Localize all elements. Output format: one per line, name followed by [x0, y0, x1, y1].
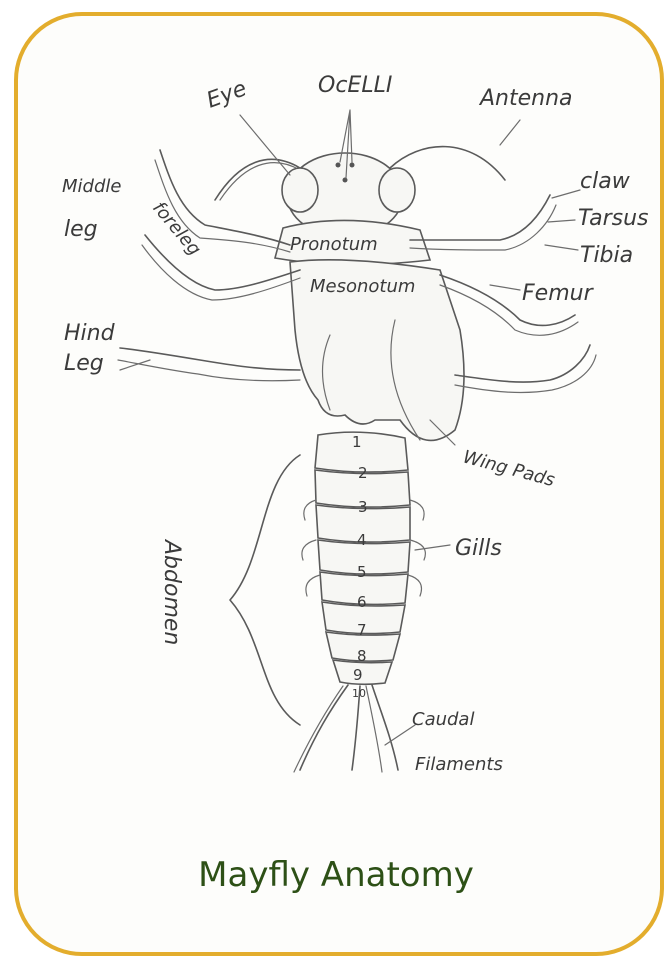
- femur-leader: [490, 285, 520, 290]
- gills-leader: [415, 545, 450, 550]
- label-wing-pads: Wing Pads: [461, 447, 557, 492]
- label-antenna: Antenna: [478, 86, 573, 111]
- caudal-filament: [372, 685, 398, 770]
- label-femur: Femur: [522, 281, 595, 306]
- ocellus: [343, 178, 348, 183]
- label-hind-leg-2: Leg: [64, 351, 104, 376]
- segment-number: 9: [353, 666, 363, 684]
- label-caudal-1: Caudal: [412, 709, 474, 730]
- segment-number: 6: [357, 593, 367, 611]
- label-middle-leg-1: Middle: [62, 176, 121, 197]
- antenna-leader: [500, 120, 520, 145]
- ocellus: [336, 163, 341, 168]
- label-hind-leg-1: Hind: [64, 321, 116, 346]
- segment-number: 8: [357, 647, 367, 665]
- segment-number: 7: [357, 621, 367, 639]
- label-ocelli: OcELLI: [318, 73, 392, 98]
- label-pronotum: Pronotum: [290, 234, 378, 255]
- segment-number: 2: [358, 464, 368, 482]
- ocellus: [350, 163, 355, 168]
- middle-leg-left: [145, 235, 300, 290]
- label-tarsus: Tarsus: [578, 206, 649, 231]
- tarsus-leader: [548, 220, 575, 222]
- caudal-filament: [300, 685, 348, 770]
- tibia-leader: [545, 245, 578, 250]
- label-eye: Eye: [204, 76, 251, 113]
- left-eye: [282, 168, 318, 212]
- segment-number: 1: [352, 433, 362, 451]
- label-gills: Gills: [455, 536, 502, 561]
- right-eye: [379, 168, 415, 212]
- segment-number: 10: [352, 687, 366, 700]
- hind-leg-left: [120, 348, 300, 370]
- label-abdomen: Abdomen: [159, 538, 184, 645]
- diagram-title: Mayfly Anatomy: [0, 855, 672, 895]
- label-middle-leg-2: leg: [64, 217, 98, 242]
- label-foreleg: foreleg: [148, 198, 205, 260]
- segment-number: 3: [358, 498, 368, 516]
- segment-number: 4: [357, 531, 367, 549]
- claw-leader: [552, 190, 580, 198]
- label-claw: claw: [580, 169, 631, 194]
- label-tibia: Tibia: [580, 243, 633, 268]
- abdomen-bracket: [230, 455, 300, 725]
- label-caudal-2: Filaments: [415, 754, 503, 775]
- hind-leg-right: [455, 345, 590, 382]
- label-mesonotum: Mesonotum: [310, 276, 415, 297]
- foreleg-right: [410, 195, 550, 240]
- segment-number: 5: [357, 563, 367, 581]
